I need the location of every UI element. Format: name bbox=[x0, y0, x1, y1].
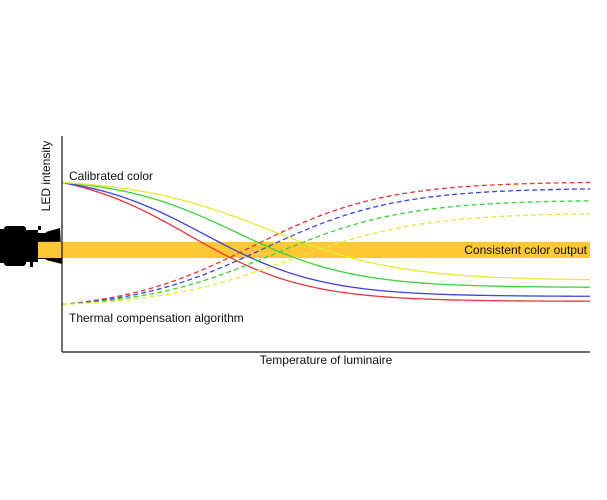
series-line-6 bbox=[61, 200, 591, 306]
series-layer bbox=[61, 181, 591, 306]
series-line-7 bbox=[61, 213, 591, 306]
series-line-0 bbox=[61, 181, 591, 302]
y-axis-label: LED intensity bbox=[39, 141, 53, 212]
series-line-1 bbox=[61, 181, 591, 297]
series-line-5 bbox=[61, 188, 591, 306]
annotation-thermal-compensation: Thermal compensation algorithm bbox=[69, 311, 244, 325]
consistent-color-band bbox=[38, 241, 590, 259]
annotation-calibrated-color: Calibrated color bbox=[69, 169, 153, 183]
series-line-3 bbox=[61, 181, 591, 281]
x-axis-label: Temperature of luminaire bbox=[260, 353, 393, 367]
series-line-2 bbox=[61, 181, 591, 288]
band-label: Consistent color output bbox=[464, 243, 587, 257]
series-line-4 bbox=[61, 181, 591, 306]
